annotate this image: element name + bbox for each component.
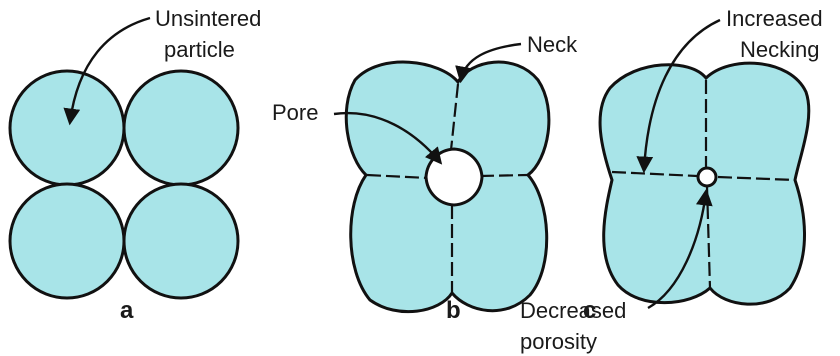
neck-line-right — [480, 175, 528, 176]
increased-label-line2: Necking — [740, 37, 819, 62]
decreased-label-line2: porosity — [520, 329, 597, 354]
increased-label-line1: Increased — [726, 6, 823, 31]
decreased-label-line1: Decreased — [520, 298, 626, 323]
pore-c — [698, 168, 716, 186]
panel-a: Unsintered particle a — [10, 6, 261, 324]
panel-b: Neck Pore b — [272, 32, 578, 324]
unsintered-label-line2: particle — [164, 37, 235, 62]
pore-label: Pore — [272, 100, 318, 125]
unsintered-label-line1: Unsintered — [155, 6, 261, 31]
panel-b-letter: b — [446, 297, 461, 324]
pore-b — [426, 149, 482, 205]
particle-bottom-left — [10, 184, 124, 298]
neck-label: Neck — [527, 32, 578, 57]
particle-bottom-right — [124, 184, 238, 298]
particle-top-right — [124, 71, 238, 185]
panel-a-letter: a — [120, 297, 134, 324]
panel-c: Increased Necking c — [583, 6, 823, 324]
particle-top-left — [10, 71, 124, 185]
